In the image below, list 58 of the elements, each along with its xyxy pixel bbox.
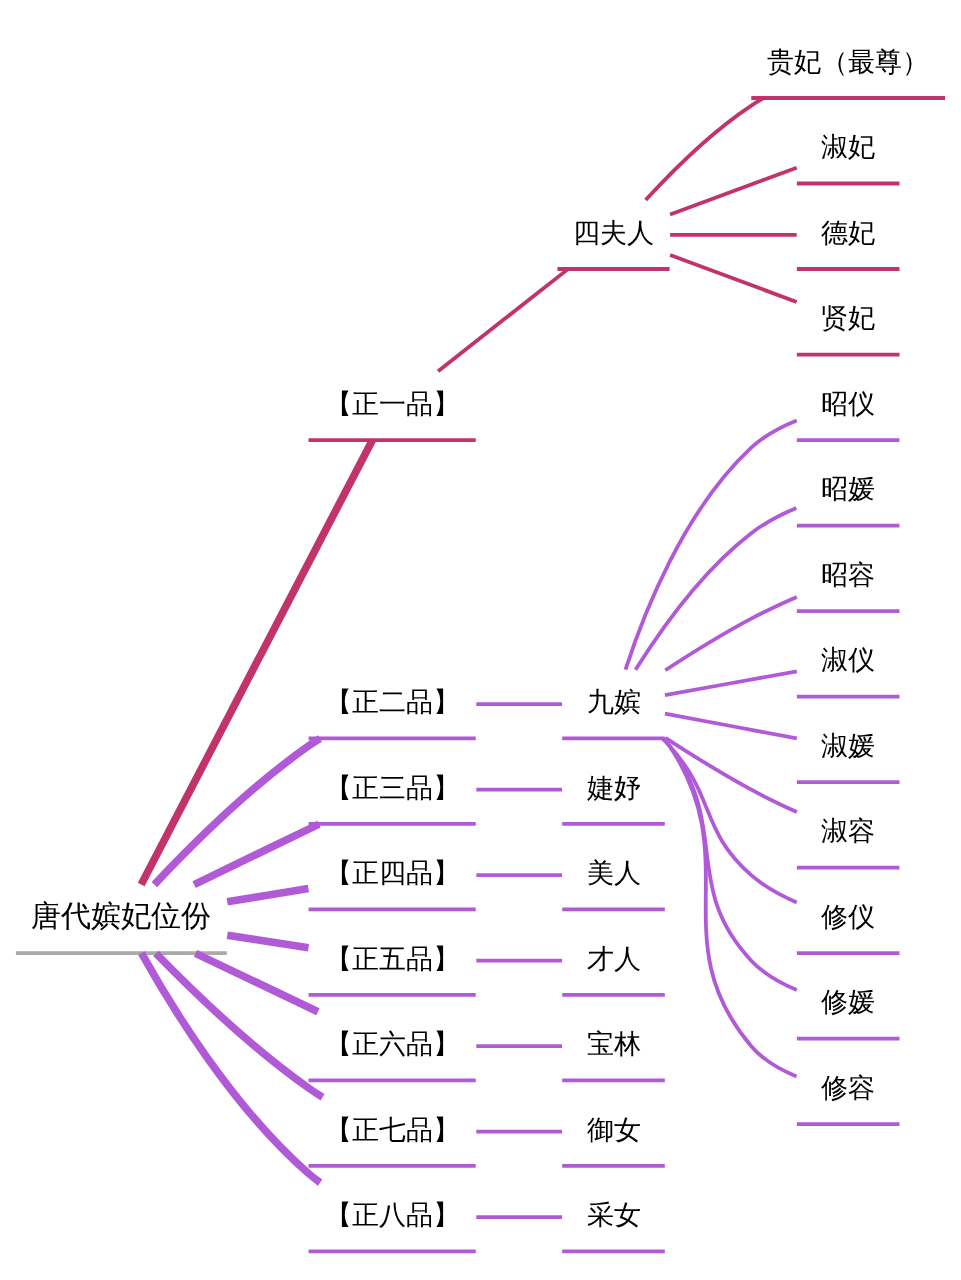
- node-text: 淑容: [821, 814, 876, 846]
- connector: [623, 418, 798, 670]
- connector: [662, 737, 798, 992]
- node-text: 【正七品】: [324, 1113, 460, 1145]
- connector: [476, 958, 563, 963]
- node-text: 【正六品】: [324, 1027, 460, 1059]
- connector: [226, 930, 310, 952]
- node-text: 昭媛: [821, 472, 876, 504]
- connector: [476, 872, 563, 877]
- node-text: 九嫔: [586, 685, 641, 717]
- connector: [193, 949, 320, 1015]
- connector: [226, 884, 310, 906]
- connector: [664, 594, 798, 672]
- connector: [670, 232, 797, 237]
- node-text: 修仪: [821, 900, 876, 932]
- node-text: 昭仪: [821, 387, 876, 419]
- connector: [669, 252, 798, 304]
- node-text: 贵妃（最尊）: [767, 45, 930, 77]
- connector: [476, 1129, 563, 1134]
- node-text: 宝林: [586, 1027, 641, 1059]
- connector: [436, 267, 569, 373]
- node-text: 御女: [586, 1113, 641, 1145]
- node-text: 【正四品】: [324, 856, 460, 888]
- connector: [476, 701, 563, 706]
- node-text: 贤妃: [821, 301, 876, 333]
- node-text: 婕妤: [586, 771, 641, 803]
- node-text: 【正三品】: [324, 771, 460, 803]
- node-text: 唐代嫔妃位份: [31, 897, 212, 933]
- node-text: 【正五品】: [324, 942, 460, 974]
- connector: [669, 165, 798, 216]
- node-text: 【正二品】: [324, 685, 460, 717]
- connector: [661, 736, 798, 904]
- connector: [476, 1214, 563, 1219]
- node-text: 美人: [586, 856, 641, 888]
- node-text: 采女: [586, 1198, 641, 1230]
- node-text: 四夫人: [573, 216, 655, 248]
- connector: [664, 668, 798, 697]
- node-text: 昭容: [821, 558, 876, 590]
- connector: [476, 787, 563, 792]
- node-text: 德妃: [821, 216, 876, 248]
- node-text: 修容: [821, 1071, 876, 1103]
- node-text: 【正八品】: [324, 1198, 460, 1230]
- node-text: 修媛: [821, 985, 876, 1017]
- node-text: 【正一品】: [324, 387, 460, 419]
- node-text: 淑妃: [821, 130, 876, 162]
- node-text: 淑媛: [821, 729, 876, 761]
- connector: [138, 950, 323, 1186]
- node-text: 淑仪: [821, 643, 876, 675]
- connector: [476, 1043, 563, 1048]
- connector: [664, 711, 798, 740]
- connector: [153, 950, 325, 1100]
- connector: [151, 734, 322, 887]
- connector: [664, 735, 798, 814]
- connector: [633, 505, 798, 671]
- node-text: 才人: [586, 942, 641, 974]
- connector: [192, 820, 321, 888]
- connector: [137, 437, 376, 886]
- connector: [662, 736, 798, 1078]
